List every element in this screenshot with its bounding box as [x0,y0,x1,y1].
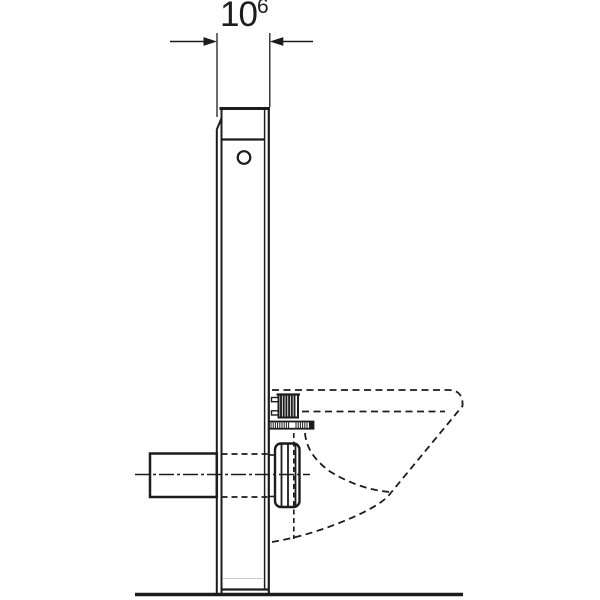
arrowhead-right-icon [203,37,217,46]
sanitary-module [215,107,270,594]
dimension-value-superscript: 6 [256,0,269,18]
actuator-button [236,150,252,165]
pan-top-and-back [272,389,464,493]
wc-pan-hidden-outline [271,389,464,543]
glass-chamfer [215,117,223,130]
pan-bowl-inner-curve [304,432,392,493]
dimension-label: 106 [220,0,269,32]
sleeve-hatching [280,395,296,417]
flush-bend-outlet [273,442,301,509]
rod-thread-hatching [270,422,308,428]
dimension-value-main: 10 [220,0,258,34]
arrowhead-left-icon [269,37,284,46]
wc-mounting-hardware [268,393,315,430]
inlet-pipe [148,452,219,499]
pan-bottom-curve [271,491,393,543]
rod-end-cap [309,421,314,430]
depth-dimension [170,33,313,117]
